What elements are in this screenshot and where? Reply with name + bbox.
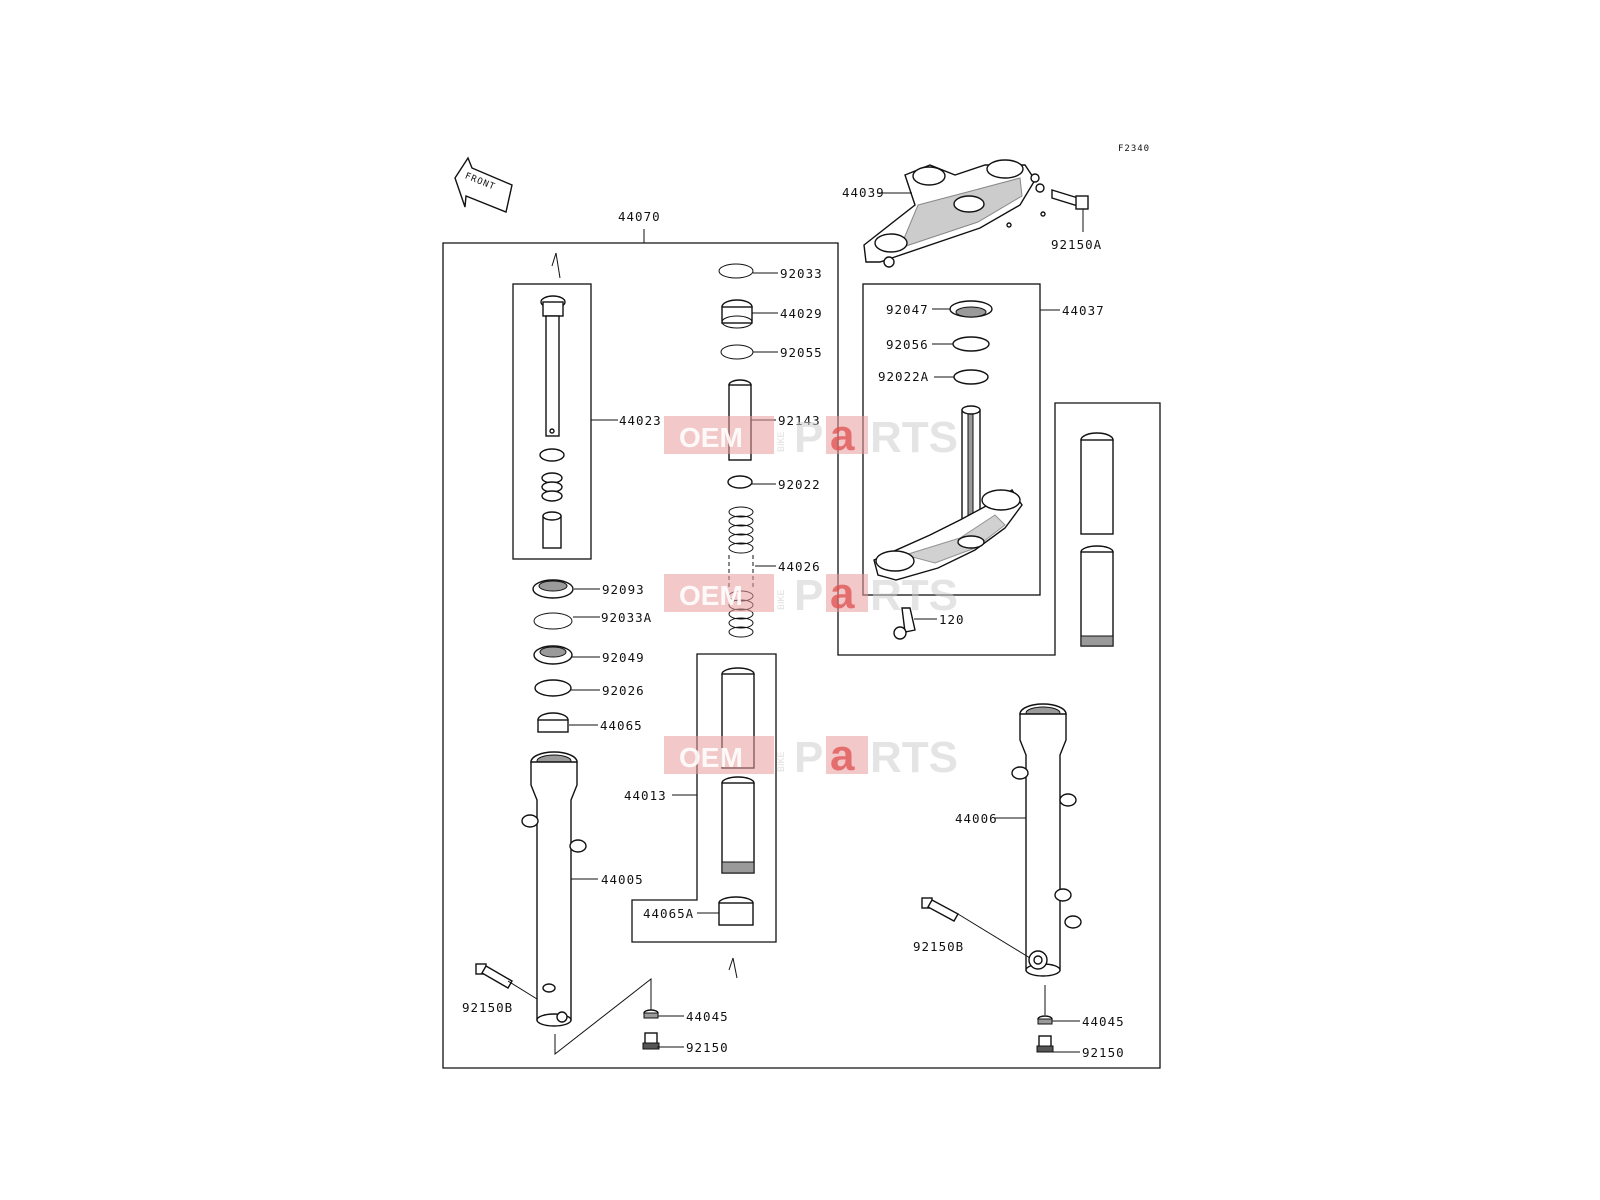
label-92033A: 92033A <box>601 610 652 625</box>
label-44023: 44023 <box>619 413 662 428</box>
center-inner-parts <box>642 263 755 1050</box>
bolt-92150B-right <box>921 897 959 922</box>
label-120: 120 <box>939 612 965 627</box>
label-92150A: 92150A <box>1051 237 1102 252</box>
svg-text:RTS: RTS <box>870 571 958 620</box>
bolt-92150B-left <box>475 963 513 989</box>
label-92093: 92093 <box>602 582 645 597</box>
svg-text:a: a <box>830 731 855 780</box>
upper-triple-clamp-44039 <box>863 159 1046 268</box>
svg-text:P: P <box>794 733 823 782</box>
bolt-120 <box>893 607 916 640</box>
label-92033: 92033 <box>780 266 823 281</box>
label-44026: 44026 <box>778 559 821 574</box>
label-44065: 44065 <box>600 718 643 733</box>
bolt-92150A <box>1035 183 1089 210</box>
spring-44026 <box>728 506 754 638</box>
svg-text:RTS: RTS <box>870 413 958 462</box>
label-92150-left: 92150 <box>686 1040 729 1055</box>
outline-44013 <box>631 653 777 943</box>
svg-text:a: a <box>830 411 855 460</box>
steering-stem-44037 <box>873 300 1023 581</box>
label-44045-right: 44045 <box>1082 1014 1125 1029</box>
watermark-2: OEM BIKE P a RTS <box>664 569 958 620</box>
leader-lines <box>507 192 1084 1053</box>
svg-text:OEM: OEM <box>679 580 743 611</box>
svg-text:OEM: OEM <box>679 742 743 773</box>
label-92150B-left: 92150B <box>462 1000 513 1015</box>
label-44065A: 44065A <box>643 906 694 921</box>
outline-44023 <box>512 283 592 560</box>
label-92022: 92022 <box>778 477 821 492</box>
svg-text:BIKE: BIKE <box>776 751 786 772</box>
left-inner-parts <box>532 295 574 733</box>
label-92056: 92056 <box>886 337 929 352</box>
label-44037: 44037 <box>1062 303 1105 318</box>
label-44029: 44029 <box>780 306 823 321</box>
watermark-3: OEM BIKE P a RTS <box>664 731 958 782</box>
svg-text:a: a <box>830 569 855 618</box>
label-92047: 92047 <box>886 302 929 317</box>
label-92055: 92055 <box>780 345 823 360</box>
watermark-1: OEM BIKE P a RTS <box>664 411 958 462</box>
label-92150B-right: 92150B <box>913 939 964 954</box>
label-92026: 92026 <box>602 683 645 698</box>
label-92143: 92143 <box>778 413 821 428</box>
label-44039: 44039 <box>842 185 885 200</box>
label-44005: 44005 <box>601 872 644 887</box>
label-92049: 92049 <box>602 650 645 665</box>
diagram-code: F2340 <box>1118 144 1150 154</box>
svg-text:BIKE: BIKE <box>776 431 786 452</box>
right-outer-tube-44006 <box>1011 703 1082 1053</box>
svg-text:P: P <box>794 413 823 462</box>
svg-text:RTS: RTS <box>870 733 958 782</box>
outline-44070 <box>442 242 1161 1069</box>
label-44013: 44013 <box>624 788 667 803</box>
left-outer-tube-44005 <box>521 751 587 1027</box>
label-92022A: 92022A <box>878 369 929 384</box>
front-arrow-icon: FRONT <box>454 156 513 213</box>
svg-text:OEM: OEM <box>679 422 743 453</box>
label-44070: 44070 <box>618 209 661 224</box>
label-92150-right: 92150 <box>1082 1045 1125 1060</box>
svg-text:BIKE: BIKE <box>776 589 786 610</box>
part-labels: 44070 44039 92150A 92033 44029 92055 440… <box>462 185 1125 1060</box>
label-44006: 44006 <box>955 811 998 826</box>
label-44045-left: 44045 <box>686 1009 729 1024</box>
svg-text:P: P <box>794 571 823 620</box>
right-fork-tubes <box>1080 432 1114 647</box>
